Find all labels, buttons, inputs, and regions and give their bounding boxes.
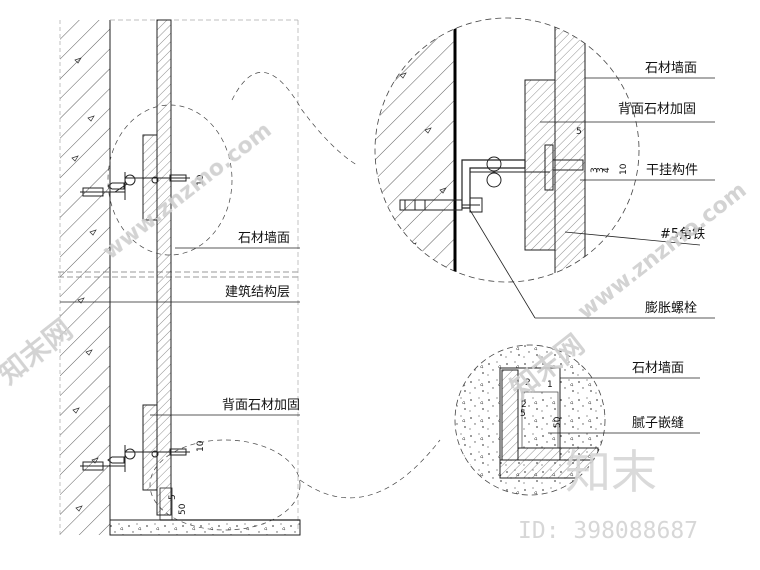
structure-wall <box>60 20 110 535</box>
corner-top-1-dim: 1 <box>547 380 553 390</box>
detail-small-b-dim: 3 <box>596 167 606 173</box>
main-stone-face-label: 石材墙面 <box>238 231 290 246</box>
watermark-brand: 知末 <box>565 445 657 499</box>
main-gap-lower-dim: 10 <box>196 440 206 452</box>
floor-slab <box>109 519 301 536</box>
corner-top-2-dim: 2 <box>521 400 527 410</box>
corner-stone-face-label: 石材墙面 <box>632 361 684 376</box>
main-section: 10 10 5 50 石材墙面 建筑结构层 背面石材加固 <box>58 19 441 536</box>
corner-depth-50-dim: 50 <box>553 416 563 428</box>
detail-section: 石材墙面 背面石材加固 干挂构件 #5角铁 膨胀螺栓 5 3 3 4 10 <box>374 17 715 319</box>
corner-detail: 石材墙面 腻子嵌缝 1 2 2 5 50 <box>454 344 700 496</box>
detail-back-reinforce <box>524 79 556 251</box>
main-structure-label: 建筑结构层 <box>225 284 290 300</box>
main-base-small-dim: 5 <box>168 494 178 500</box>
detail-gap-5-dim: 5 <box>576 127 582 137</box>
main-back-reinforce-label: 背面石材加固 <box>222 398 300 413</box>
corner-putty-joint-label: 腻子嵌缝 <box>632 416 684 431</box>
watermark-image-id: ID: 398088687 <box>518 518 698 544</box>
corner-side-2-dim: 2 <box>525 378 531 388</box>
watermark: www.znzmo.com www.znzmo.com 知末网 知末网 知末 I… <box>0 118 752 544</box>
stone-face-panel <box>156 19 172 516</box>
detail-anchor-bolt-label: 膨胀螺栓 <box>645 301 697 316</box>
main-base-large-dim: 50 <box>178 503 188 515</box>
bracket-upper <box>80 172 190 200</box>
detail-small-a-dim: 3 <box>590 167 600 173</box>
corner-side-5-dim: 5 <box>520 409 526 419</box>
detail-stone-face <box>554 18 586 282</box>
detail-dry-hang-label: 干挂构件 <box>646 163 698 178</box>
detail-gap-10-dim: 10 <box>619 163 629 175</box>
back-reinforce-lower <box>142 404 158 491</box>
bracket-lower <box>80 445 190 472</box>
main-gap-upper-dim: 10 <box>196 174 206 186</box>
detail-small-c-dim: 4 <box>602 167 612 173</box>
detail-angle-iron-label: #5角铁 <box>660 227 705 242</box>
detail-stone-face-label: 石材墙面 <box>645 61 697 76</box>
detail-back-reinforce-label: 背面石材加固 <box>618 102 696 117</box>
